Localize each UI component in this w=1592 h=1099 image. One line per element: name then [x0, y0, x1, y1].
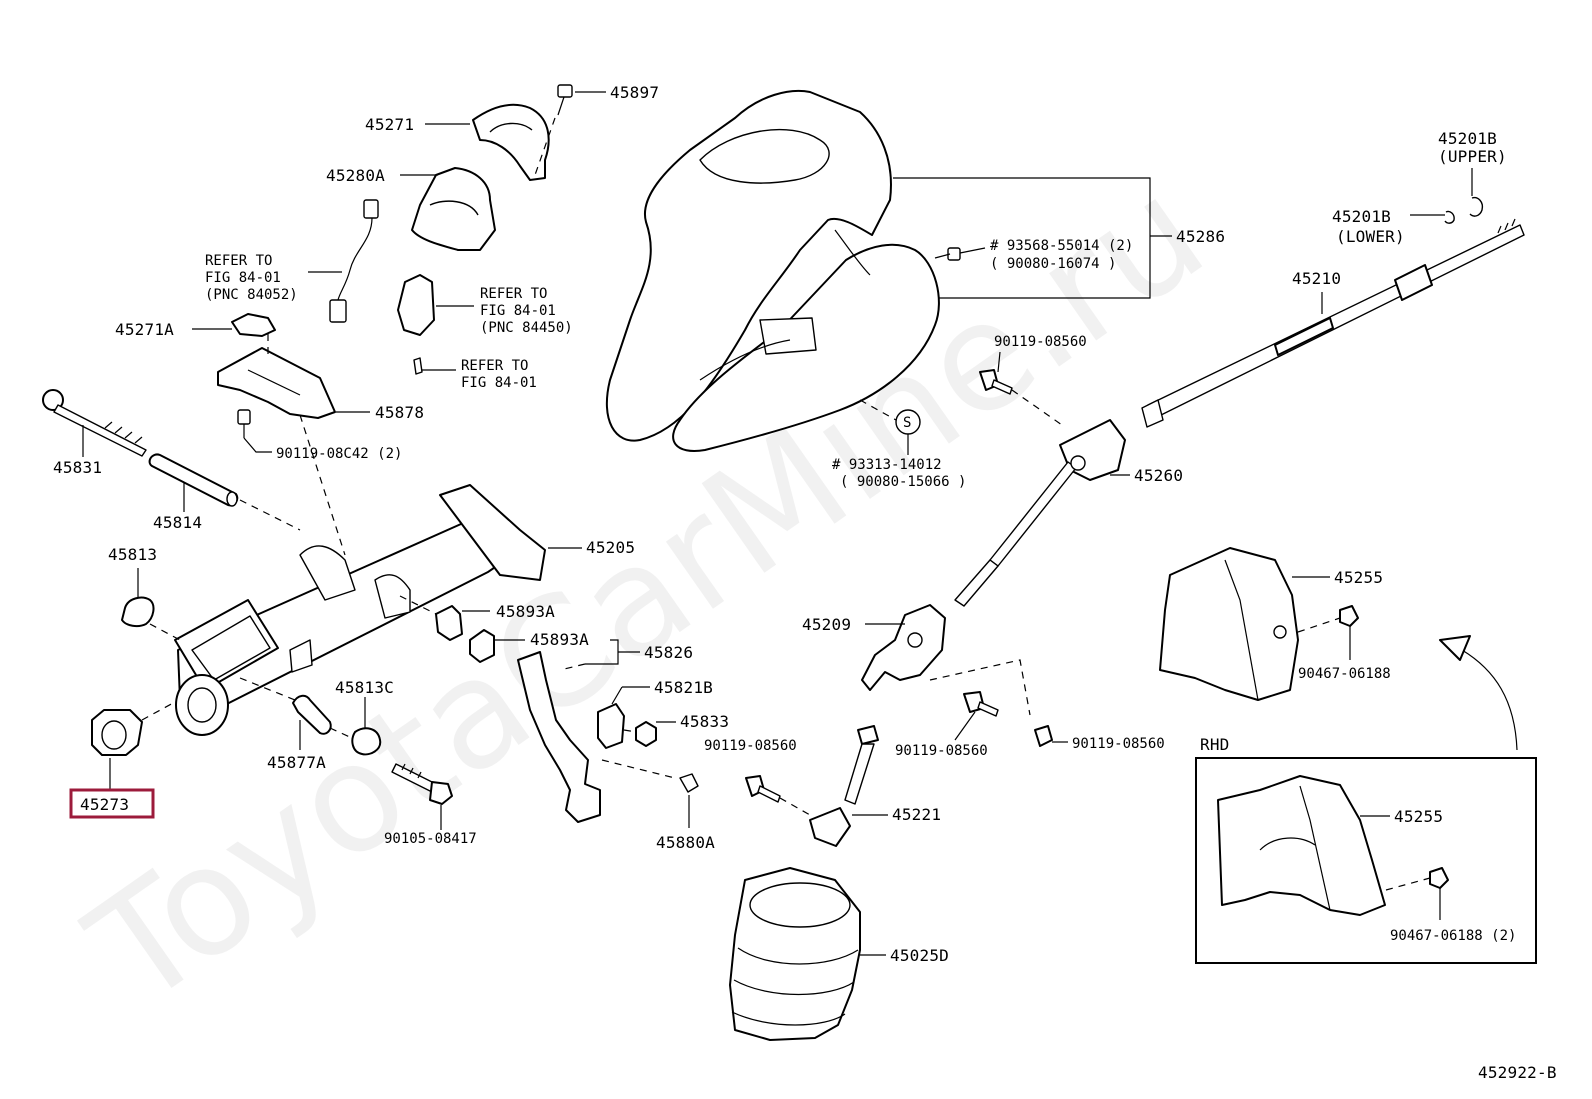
- bolt-45831: [42, 389, 147, 457]
- screw-90467-rhd: [1429, 867, 1449, 920]
- label-45260: 45260: [1134, 466, 1183, 485]
- screw-90467-lhd: [1339, 605, 1359, 660]
- screw-refer-fig-84-01: [413, 357, 456, 375]
- label-93568-line1: # 93568-55014 (2): [990, 238, 1133, 254]
- label-45025D: 45025D: [890, 946, 949, 965]
- label-45833: 45833: [680, 712, 729, 731]
- label-93313-line2: ( 90080-15066 ): [840, 474, 966, 490]
- label-45280A: 45280A: [326, 166, 385, 185]
- label-refer3-line2: FIG 84-01: [461, 375, 537, 391]
- snap-ring-45201B-upper: [1469, 196, 1484, 217]
- label-lower: (LOWER): [1336, 227, 1405, 246]
- label-45286: 45286: [1176, 227, 1225, 246]
- label-45878: 45878: [375, 403, 424, 422]
- label-refer1-line3: (PNC 84052): [205, 287, 298, 303]
- label-45271A: 45271A: [115, 320, 174, 339]
- label-45813: 45813: [108, 545, 157, 564]
- column-cover-45286: [605, 89, 940, 452]
- column-tube-45205: [174, 484, 546, 736]
- bolt-90119-08C42: [237, 409, 272, 453]
- label-45205: 45205: [586, 538, 635, 557]
- label-45255-lhd: 45255: [1334, 568, 1383, 587]
- label-45271: 45271: [365, 115, 414, 134]
- bracket-45821B: [597, 703, 625, 749]
- bolt-90119-08560-right: [1034, 725, 1068, 747]
- label-refer2-line2: FIG 84-01: [480, 303, 556, 319]
- label-45201B-upper: 45201B: [1438, 129, 1497, 148]
- harness-connector-84052: [329, 199, 379, 323]
- cover-45255-lhd: [1159, 547, 1299, 701]
- label-refer3-line1: REFER TO: [461, 358, 528, 374]
- pipe-45814: [148, 453, 239, 507]
- screw-93568: [934, 247, 986, 261]
- bracket-45280A: [411, 167, 496, 251]
- label-refer2-line1: REFER TO: [480, 286, 547, 302]
- bracket-45878: [217, 347, 336, 419]
- steering-shaft-45210: [1141, 218, 1525, 428]
- diagram-code: 452922-B: [1478, 1063, 1557, 1082]
- s-mark: S: [903, 415, 911, 431]
- boot-45025D: [729, 867, 861, 1041]
- label-45831: 45831: [53, 458, 102, 477]
- label-upper: (UPPER): [1438, 147, 1507, 166]
- clip-45813: [121, 596, 155, 628]
- label-refer1-line1: REFER TO: [205, 253, 272, 269]
- switch-84450: [397, 274, 435, 336]
- label-45201B-lower: 45201B: [1332, 207, 1391, 226]
- label-45826: 45826: [644, 643, 693, 662]
- bushing-45893A-upper: [435, 605, 463, 641]
- universal-joint-45209: [861, 604, 946, 691]
- label-45814: 45814: [153, 513, 202, 532]
- label-90467-lhd: 90467-06188: [1298, 666, 1391, 682]
- label-90467-rhd: 90467-06188 (2): [1390, 928, 1516, 944]
- clip-45271A: [231, 313, 276, 337]
- label-45893A-upper: 45893A: [496, 602, 555, 621]
- label-45221: 45221: [892, 805, 941, 824]
- bolt-90119-08560-left: [745, 775, 781, 803]
- label-45813C: 45813C: [335, 678, 394, 697]
- label-refer2-line3: (PNC 84450): [480, 320, 573, 336]
- screw-45897: [557, 84, 573, 116]
- label-45821B: 45821B: [654, 678, 713, 697]
- label-90119-08560-right: 90119-08560: [1072, 736, 1165, 752]
- label-45209: 45209: [802, 615, 851, 634]
- label-90119-08560-left: 90119-08560: [704, 738, 797, 754]
- clip-45813C: [351, 727, 382, 756]
- nut-45833: [635, 721, 657, 747]
- label-rhd: RHD: [1200, 735, 1230, 754]
- clamp-45271: [472, 103, 550, 181]
- rhd-box: [1195, 757, 1537, 964]
- intermediate-shaft-45260: [954, 419, 1126, 607]
- label-93568-line2: ( 90080-16074 ): [990, 256, 1116, 272]
- label-90119-08560-mid: 90119-08560: [895, 743, 988, 759]
- label-90119-08C42: 90119-08C42 (2): [276, 446, 402, 462]
- pin-45877A: [292, 694, 332, 735]
- label-refer1-line2: FIG 84-01: [205, 270, 281, 286]
- lever-45826: [517, 651, 601, 823]
- screw-45880A: [679, 773, 699, 793]
- label-45877A: 45877A: [267, 753, 326, 772]
- shaft-45221: [809, 725, 879, 847]
- label-93313-line1: # 93313-14012: [832, 457, 942, 473]
- label-45273[interactable]: 45273: [80, 795, 129, 814]
- label-90119-08560-upper: 90119-08560: [994, 334, 1087, 350]
- label-90105-08417: 90105-08417: [384, 831, 477, 847]
- arrow-icon: [1439, 635, 1518, 751]
- bolt-90105-08417: [391, 763, 453, 805]
- label-45255-rhd: 45255: [1394, 807, 1443, 826]
- label-45880A: 45880A: [656, 833, 715, 852]
- cover-45255-rhd: [1217, 775, 1386, 916]
- bushing-45273: [91, 709, 143, 756]
- label-45897: 45897: [610, 83, 659, 102]
- label-45893A-lower: 45893A: [530, 630, 589, 649]
- bolt-90119-08560-mid: [954, 691, 999, 741]
- bolt-90119-08560-upper: [979, 369, 1013, 395]
- label-45210: 45210: [1292, 269, 1341, 288]
- snap-ring-45201B-lower: [1444, 210, 1455, 224]
- bushing-45893A-lower: [469, 629, 495, 663]
- highlight-box-45273[interactable]: [69, 788, 155, 819]
